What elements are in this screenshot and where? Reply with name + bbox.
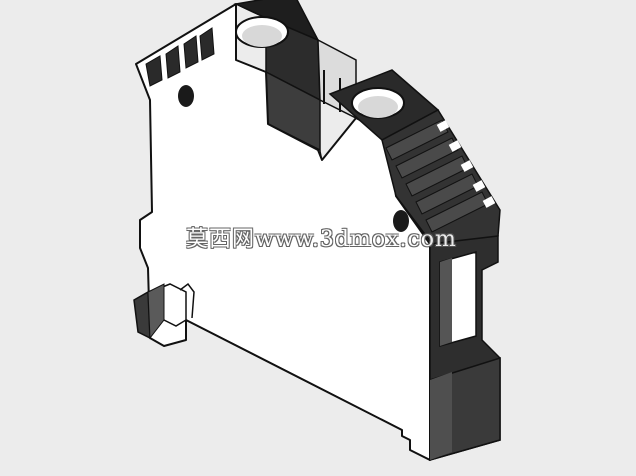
main-body	[133, 3, 431, 461]
left-screw-hole	[233, 0, 320, 48]
right-rib-set	[385, 119, 496, 233]
right-end-plate	[429, 235, 501, 461]
watermark-text: 莫西网www.3dmox.com	[186, 227, 457, 252]
right-clamp-housing	[328, 69, 501, 263]
left-grip-slots	[145, 27, 215, 87]
